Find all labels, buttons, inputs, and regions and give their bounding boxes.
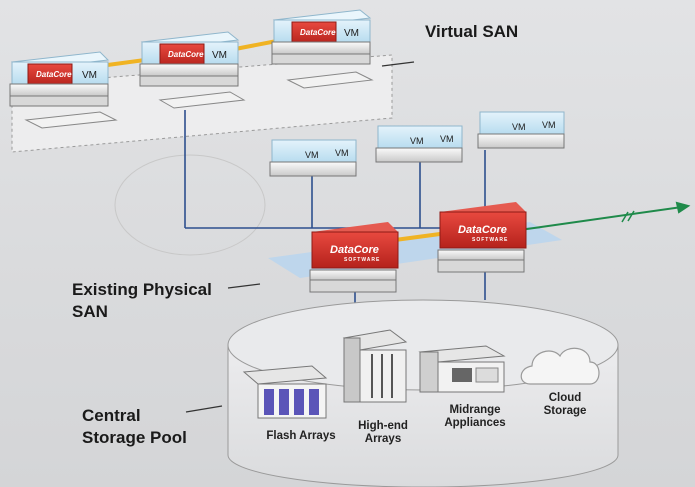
datacore-logo: DataCore — [458, 224, 507, 236]
storage-item-line1: High-end — [358, 420, 408, 432]
storage-item-flash-arrays: Flash Arrays — [256, 430, 346, 443]
storage-item-midrange-appliances: Midrange Appliances — [430, 404, 520, 430]
virtual-san-label: Virtual SAN — [425, 22, 519, 41]
datacore-logo: DataCore — [300, 28, 336, 37]
cloud-icon — [520, 347, 600, 385]
storage-item-cloud-storage: Cloud Storage — [530, 392, 600, 418]
high-end-array-device — [342, 329, 408, 403]
uplink-arrow — [519, 201, 691, 231]
storage-pool-cylinder — [227, 299, 619, 487]
datacore-logo: DataCore — [36, 70, 72, 79]
storage-pool-label-line1: Central — [82, 406, 141, 425]
storage-item-line2: Storage — [543, 405, 587, 417]
storage-pool-label-line2: Storage Pool — [82, 428, 187, 447]
storage-item-line1: Midrange — [449, 404, 501, 416]
physical-san-label-line2: SAN — [72, 302, 108, 321]
datacore-logo: DataCore — [168, 50, 204, 59]
vm-host-2 — [375, 125, 463, 163]
datacore-node-1 — [309, 222, 399, 293]
physical-san-label-line1: Existing Physical — [72, 280, 212, 299]
storage-item-high-end-arrays: High-end Arrays — [348, 420, 418, 446]
datacore-node-2 — [437, 202, 527, 273]
datacore-logo: DataCore — [330, 244, 379, 256]
vm-label: VM — [542, 120, 556, 130]
datacore-sub-logo: SOFTWARE — [472, 237, 509, 243]
storage-item-line2: Appliances — [444, 417, 506, 429]
midrange-appliance-device — [418, 345, 506, 393]
vm-label: VM — [305, 150, 319, 160]
virtual-san-host-3 — [271, 9, 374, 89]
storage-item-line1: Cloud — [548, 392, 582, 404]
pointer-lines — [185, 61, 415, 413]
storage-item-line1: Flash Arrays — [266, 430, 336, 442]
vm-host-1 — [269, 139, 357, 177]
vm-label: VM — [344, 28, 359, 39]
datacore-sub-logo: SOFTWARE — [344, 257, 381, 263]
flash-array-device — [242, 365, 328, 419]
vm-label: VM — [440, 134, 454, 144]
faint-circle — [114, 154, 266, 256]
virtual-san-host-1 — [9, 51, 118, 129]
vm-label: VM — [335, 148, 349, 158]
vm-label: VM — [82, 70, 97, 81]
vm-label: VM — [410, 136, 424, 146]
vm-label: VM — [212, 50, 227, 61]
storage-item-line2: Arrays — [364, 433, 402, 445]
vm-label: VM — [512, 122, 526, 132]
vm-host-3 — [477, 111, 565, 149]
virtual-san-host-2 — [139, 31, 246, 109]
